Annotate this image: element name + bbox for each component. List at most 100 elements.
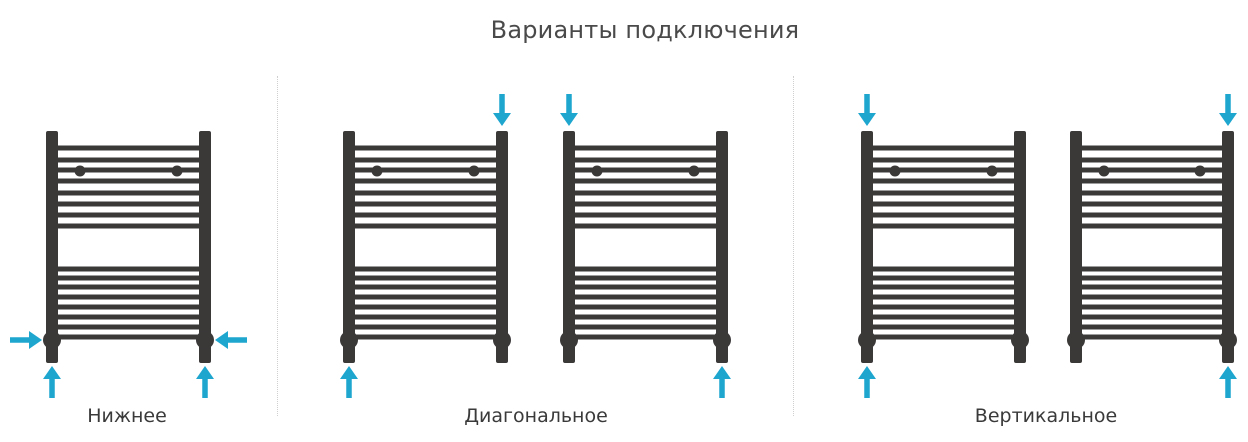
mount-dot bbox=[74, 165, 86, 177]
rail-bar bbox=[569, 314, 722, 320]
side-post-left bbox=[1070, 131, 1082, 363]
side-post-left bbox=[563, 131, 575, 363]
rail-bar bbox=[867, 284, 1020, 290]
rail-bar bbox=[569, 294, 722, 300]
rail-bar bbox=[569, 167, 722, 173]
mount-dot bbox=[1194, 165, 1206, 177]
rail-bar bbox=[867, 314, 1020, 320]
rail-bar bbox=[1076, 157, 1228, 163]
rail-bar bbox=[52, 190, 205, 196]
rail-bar bbox=[1076, 178, 1228, 184]
rail-bar bbox=[52, 294, 205, 300]
rail-bar bbox=[569, 334, 722, 340]
rail-bar bbox=[349, 167, 502, 173]
rail-bar bbox=[867, 190, 1020, 196]
rail-bar bbox=[349, 324, 502, 330]
label-vertical: Вертикальное bbox=[974, 405, 1118, 427]
rail-bar bbox=[52, 178, 205, 184]
rail-bar bbox=[867, 294, 1020, 300]
rail-bar bbox=[52, 266, 205, 272]
inlet-arrow-left-icon bbox=[215, 331, 247, 349]
rail-bar bbox=[1076, 275, 1228, 281]
rail-bar bbox=[1076, 266, 1228, 272]
rail-bar bbox=[569, 284, 722, 290]
rail-bar bbox=[349, 294, 502, 300]
rail-bar bbox=[349, 201, 502, 207]
label-diagonal: Диагональное bbox=[464, 405, 608, 427]
mount-dot bbox=[591, 165, 603, 177]
rail-bar bbox=[52, 145, 205, 151]
connection-nut-right bbox=[1219, 331, 1237, 349]
towel-rail-5 bbox=[1067, 131, 1237, 363]
rail-bar bbox=[867, 201, 1020, 207]
rail-bar bbox=[349, 275, 502, 281]
rail-bar bbox=[867, 212, 1020, 218]
rail-bar bbox=[867, 324, 1020, 330]
rail-bar bbox=[349, 266, 502, 272]
rail-bar bbox=[569, 266, 722, 272]
rail-bar bbox=[1076, 201, 1228, 207]
connection-nut-right bbox=[1011, 331, 1029, 349]
rail-bar bbox=[349, 223, 502, 229]
inlet-arrow-down-icon bbox=[560, 94, 578, 126]
inlet-arrow-up-icon bbox=[858, 366, 876, 398]
inlet-arrow-down-icon bbox=[858, 94, 876, 126]
connection-nut-right bbox=[713, 331, 731, 349]
towel-rail-3 bbox=[560, 131, 731, 363]
rail-bar bbox=[867, 266, 1020, 272]
rail-bar bbox=[569, 304, 722, 310]
side-post-right bbox=[199, 131, 211, 363]
rail-bar bbox=[1076, 334, 1228, 340]
inlet-arrow-up-icon bbox=[196, 366, 214, 398]
connection-nut-left bbox=[340, 331, 358, 349]
mount-dot bbox=[688, 165, 700, 177]
rail-bar bbox=[569, 275, 722, 281]
rail-bar bbox=[52, 201, 205, 207]
rail-bar bbox=[569, 157, 722, 163]
rail-bar bbox=[1076, 223, 1228, 229]
divider-2 bbox=[793, 76, 794, 416]
rail-bar bbox=[349, 212, 502, 218]
rail-bar bbox=[1076, 324, 1228, 330]
side-post-left bbox=[861, 131, 873, 363]
mount-dot bbox=[371, 165, 383, 177]
connection-nut-left bbox=[1067, 331, 1085, 349]
rail-bar bbox=[52, 284, 205, 290]
rail-bar bbox=[349, 314, 502, 320]
divider-1 bbox=[277, 76, 278, 416]
inlet-arrow-up-icon bbox=[1219, 366, 1237, 398]
connection-nut-left bbox=[560, 331, 578, 349]
rail-bar bbox=[1076, 294, 1228, 300]
rail-bar bbox=[349, 145, 502, 151]
rail-bar bbox=[349, 334, 502, 340]
side-post-right bbox=[496, 131, 508, 363]
rail-bar bbox=[569, 223, 722, 229]
inlet-arrow-down-icon bbox=[493, 94, 511, 126]
rail-bar bbox=[52, 334, 205, 340]
mount-dot bbox=[986, 165, 998, 177]
rail-bar bbox=[867, 223, 1020, 229]
inlet-arrow-right-icon bbox=[10, 331, 42, 349]
rail-bar bbox=[1076, 212, 1228, 218]
page-title: Варианты подключения bbox=[490, 16, 800, 44]
rail-bar bbox=[52, 157, 205, 163]
connection-nut-right bbox=[196, 331, 214, 349]
rail-bar bbox=[1076, 167, 1228, 173]
inlet-arrow-up-icon bbox=[340, 366, 358, 398]
rail-bar bbox=[569, 145, 722, 151]
mount-dot bbox=[468, 165, 480, 177]
rail-bar bbox=[867, 334, 1020, 340]
rail-bar bbox=[569, 190, 722, 196]
rail-bar bbox=[349, 157, 502, 163]
side-post-left bbox=[46, 131, 58, 363]
mount-dot bbox=[1098, 165, 1110, 177]
side-post-right bbox=[1222, 131, 1234, 363]
towel-rail-1 bbox=[43, 131, 214, 363]
inlet-arrow-up-icon bbox=[713, 366, 731, 398]
rail-bar bbox=[569, 324, 722, 330]
rail-bar bbox=[52, 167, 205, 173]
rail-bar bbox=[867, 157, 1020, 163]
rail-bar bbox=[1076, 304, 1228, 310]
rail-bar bbox=[867, 178, 1020, 184]
